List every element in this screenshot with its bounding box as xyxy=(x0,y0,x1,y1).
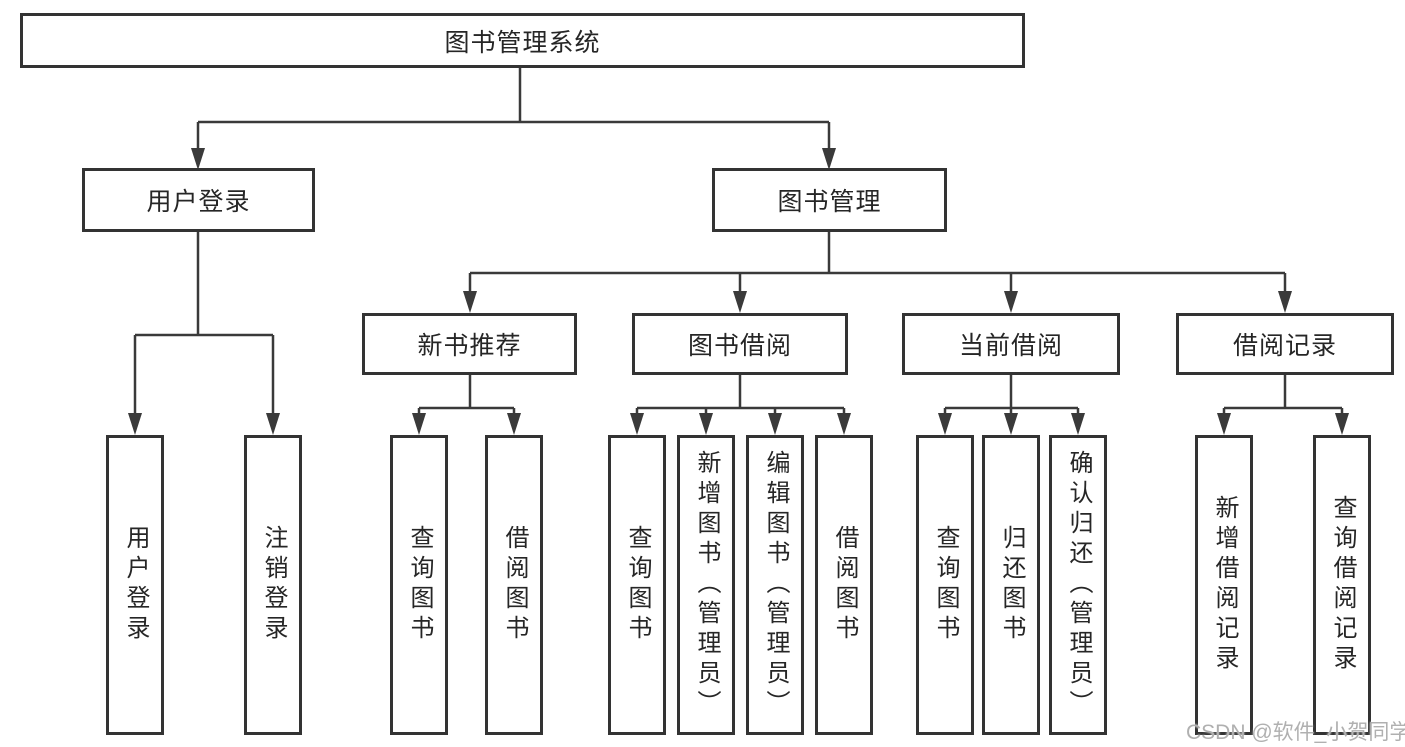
node-leaf-user-login: 用户登录 xyxy=(106,435,164,735)
arrowheads-new-book-children xyxy=(412,413,521,435)
node-label: 图书管理 xyxy=(777,188,882,216)
node-leaf-edit-books-admin: 编辑图书（管理员） xyxy=(746,435,804,735)
node-leaf-borrow-books-1: 借阅图书 xyxy=(485,435,543,735)
node-leaf-add-books-admin: 新增图书（管理员） xyxy=(677,435,735,735)
node-label: 借阅图书 xyxy=(831,525,858,645)
arrowheads-book-borrow-children xyxy=(630,413,851,435)
node-label: 当前借阅 xyxy=(958,332,1063,360)
edge-root-to-level2 xyxy=(196,68,831,150)
node-label: 编辑图书（管理员） xyxy=(762,450,789,720)
node-label: 新增图书（管理员） xyxy=(693,450,720,720)
node-label: 图书管理系统 xyxy=(444,28,601,57)
node-user-login-module: 用户登录 xyxy=(82,168,315,232)
node-leaf-query-books-3: 查询图书 xyxy=(916,435,974,735)
node-leaf-query-borrow-record: 查询借阅记录 xyxy=(1313,435,1371,735)
csdn-watermark: CSDN @软件_小贺同学 xyxy=(1186,721,1405,744)
node-label: 确认归还（管理员） xyxy=(1065,450,1092,720)
arrowheads-user-login-children xyxy=(128,413,280,435)
node-current-borrowing: 当前借阅 xyxy=(902,313,1120,375)
arrowheads-current-borrow-children xyxy=(938,413,1085,435)
node-label: 新增借阅记录 xyxy=(1211,495,1238,675)
node-label: 查询图书 xyxy=(624,525,651,645)
node-leaf-logout: 注销登录 xyxy=(244,435,302,735)
node-label: 注销登录 xyxy=(260,525,287,645)
node-library-system-root: 图书管理系统 xyxy=(20,13,1025,68)
node-label: 归还图书 xyxy=(998,525,1025,645)
node-borrowing-records: 借阅记录 xyxy=(1176,313,1394,375)
node-leaf-query-books-2: 查询图书 xyxy=(608,435,666,735)
node-label: 用户登录 xyxy=(146,188,251,216)
edge-book-mgmt-children xyxy=(468,232,1287,292)
node-book-borrowing: 图书借阅 xyxy=(632,313,848,375)
node-leaf-add-borrow-record: 新增借阅记录 xyxy=(1195,435,1253,735)
edge-user-login-children xyxy=(133,232,275,414)
node-label: 借阅图书 xyxy=(501,525,528,645)
node-leaf-return-books: 归还图书 xyxy=(982,435,1040,735)
node-label: 查询借阅记录 xyxy=(1329,495,1356,675)
edge-current-borrow-children xyxy=(943,375,1080,414)
edge-borrow-record-children xyxy=(1222,375,1344,414)
edge-book-borrow-children xyxy=(635,374,846,414)
arrowheads-borrow-record-children xyxy=(1217,413,1349,435)
node-book-management-module: 图书管理 xyxy=(712,168,947,232)
node-label: 查询图书 xyxy=(932,525,959,645)
edge-new-book-children xyxy=(417,375,516,414)
node-label: 用户登录 xyxy=(122,525,149,645)
node-leaf-confirm-return-admin: 确认归还（管理员） xyxy=(1049,435,1107,735)
node-leaf-borrow-books-2: 借阅图书 xyxy=(815,435,873,735)
node-label: 借阅记录 xyxy=(1232,332,1337,360)
node-label: 新书推荐 xyxy=(417,332,522,360)
node-leaf-query-books-1: 查询图书 xyxy=(390,435,448,735)
arrowheads-level2 xyxy=(191,148,836,170)
node-new-book-recommend: 新书推荐 xyxy=(362,313,577,375)
node-label: 图书借阅 xyxy=(687,332,792,360)
node-label: 查询图书 xyxy=(406,525,433,645)
arrowheads-book-mgmt-children xyxy=(463,291,1292,313)
